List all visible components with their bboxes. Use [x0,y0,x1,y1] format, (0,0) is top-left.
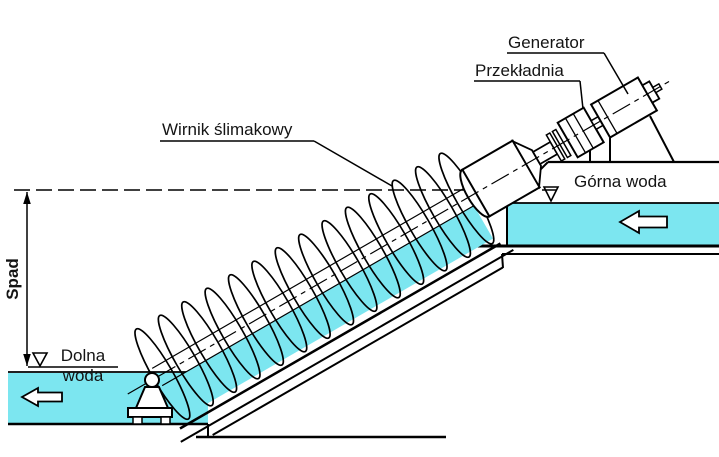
screw-water-pockets [169,205,493,415]
label-lower-water-line1: Dolna [60,346,106,365]
lower-bearing-pedestal [127,372,173,425]
embankment-slope-line [212,266,504,436]
label-gearbox: Przekładnia [475,61,564,80]
generator-support-strut [649,115,675,163]
trough-inner-line [179,242,502,430]
upper-channel [465,115,719,269]
pedestal-foot [160,416,171,425]
screw-shaft-bottom-line [161,204,476,387]
flow-arrow-lower-icon [20,386,63,408]
screw-rotor-leader-line [313,140,393,187]
gearbox-leader-line [579,80,584,110]
dimension-arrow-up-icon [23,192,31,204]
screw-shaft-top-line [151,186,466,369]
label-lower-water: Dolna woda [50,346,116,386]
dimension-arrow-down-icon [23,354,31,366]
head-dimension [23,192,31,366]
pedestal-foot [132,416,143,425]
label-head: Spad [3,258,22,300]
leader-lines [160,52,629,187]
label-upper-water: Górna woda [574,172,667,191]
generator-leader-line [603,52,629,95]
trough-outer-line [180,249,514,443]
label-generator: Generator [508,33,585,52]
upper-water-area [508,203,719,245]
lower-bearing-icon [144,372,160,388]
label-lower-water-line2: woda [62,366,104,385]
water-level-lower-icon [31,352,49,368]
flow-arrow-upper-icon [618,209,668,235]
screw-assembly [127,76,671,443]
pedestal-base [127,407,173,418]
label-screw-rotor: Wirnik ślimakowy [162,120,293,139]
water-level-upper-icon [542,186,560,203]
